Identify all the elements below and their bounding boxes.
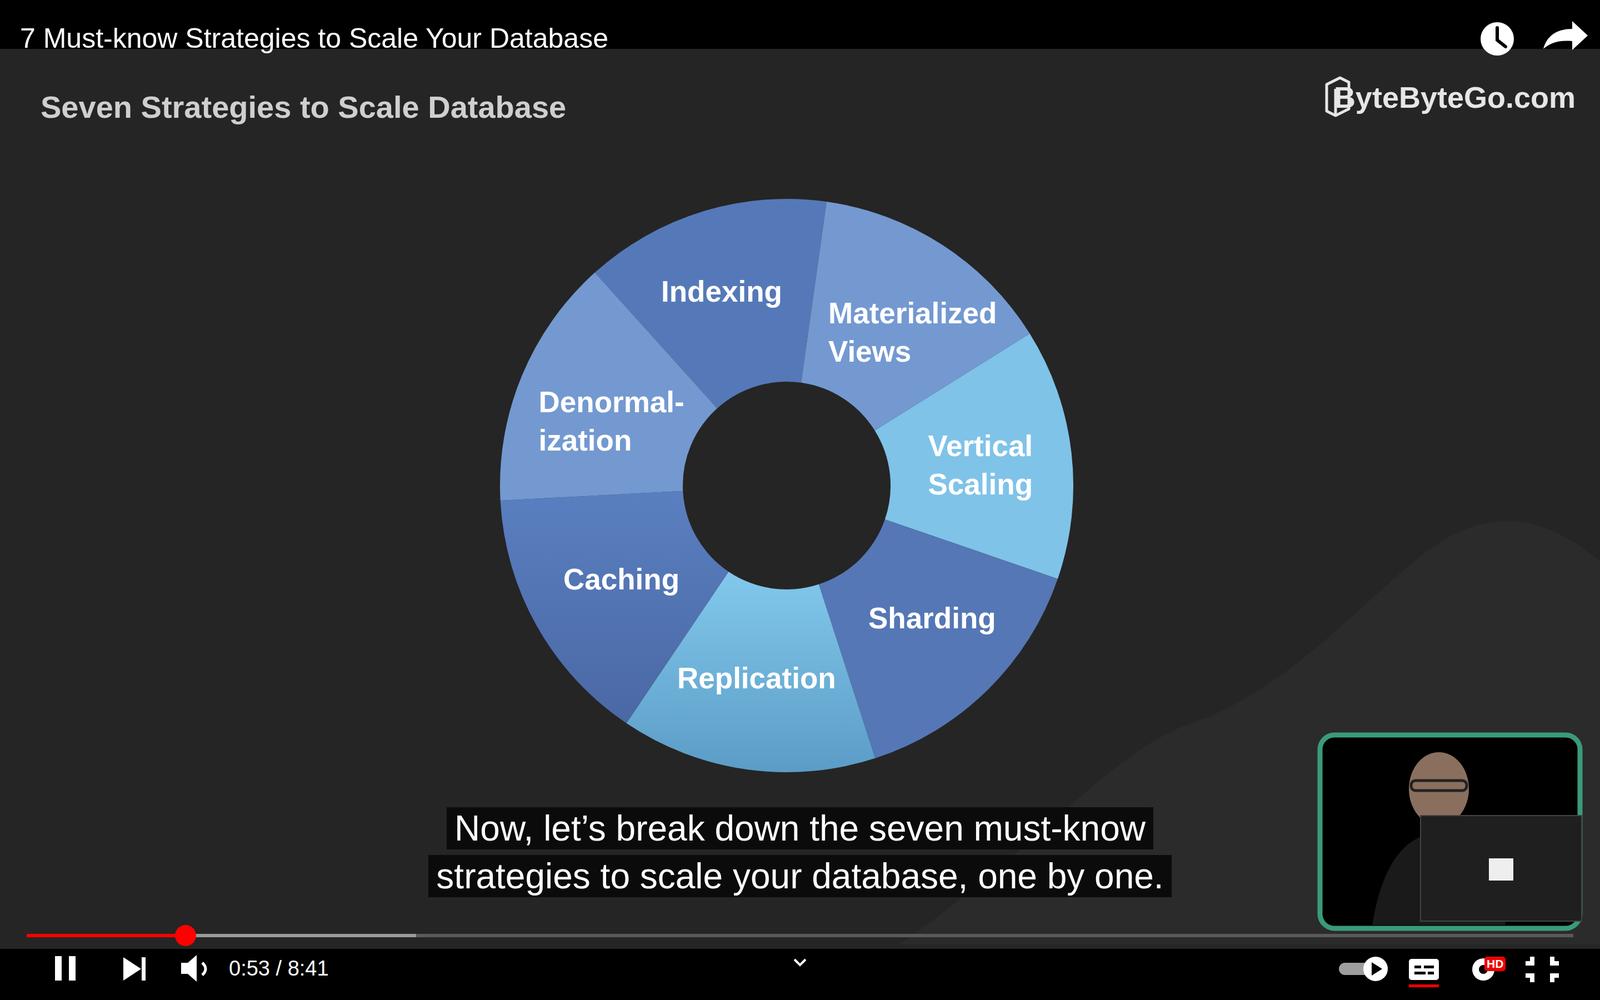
segment-fill <box>875 333 1074 579</box>
segment-fill <box>595 198 827 409</box>
progress-buffered <box>26 933 417 938</box>
segment-fill <box>801 201 1030 431</box>
progress-track <box>26 933 1574 938</box>
video-area <box>0 48 1600 949</box>
logo-text: ByteByteGo.com <box>1333 80 1576 115</box>
subtitle-text: Now, let’s break down the seven must-kno… <box>428 807 1172 898</box>
autoplay-toggle <box>1338 956 1388 982</box>
hole-fill <box>682 381 891 590</box>
segment-shape <box>500 198 1074 773</box>
segment-shape <box>500 198 1074 773</box>
donut-segment: Replication <box>500 198 1074 773</box>
segment-fill <box>500 491 729 724</box>
subtitles-icon <box>1408 958 1439 988</box>
segment-shape <box>500 198 1074 773</box>
segment-label: Caching <box>563 560 682 599</box>
segment-shape <box>500 198 1074 773</box>
segment-shape <box>500 198 1074 773</box>
donut-segment: Materialized Views <box>500 198 1074 773</box>
time-display: 0:53 / 8:41 <box>228 956 329 981</box>
segment-shape <box>500 198 1074 773</box>
watch-later-icon <box>1480 22 1514 56</box>
share-icon <box>1543 21 1588 50</box>
chevron-icon <box>794 959 806 965</box>
donut-segment: Sharding <box>500 198 1074 773</box>
segment-label: Sharding <box>868 599 998 638</box>
donut-hole <box>681 380 893 592</box>
donut-segment: Caching <box>500 198 1074 773</box>
video-title: 7 Must-know Strategies to Scale Your Dat… <box>20 22 609 55</box>
segment-fill <box>500 272 718 501</box>
donut-segment: Denormal- ization <box>500 198 1074 773</box>
hd-text: HD <box>1486 957 1504 971</box>
segment-label: Replication <box>677 659 838 698</box>
segment-label: Materialized Views <box>828 294 999 372</box>
segment-fill <box>626 571 875 773</box>
next-icon <box>123 957 146 981</box>
donut-segment: Indexing <box>500 198 1074 773</box>
exit-fullscreen-icon <box>1525 956 1559 983</box>
subtitle-box: Now, let’s break down the seven must-kno… <box>383 804 1217 900</box>
presenter-inset <box>1320 735 1582 929</box>
progress-handle <box>175 925 197 947</box>
hd-badge <box>1484 956 1506 972</box>
segment-label: Denormal- ization <box>538 383 687 460</box>
segment-label: Vertical Scaling <box>928 427 1035 504</box>
progress-played <box>26 933 186 938</box>
donut-segment: Vertical Scaling <box>500 198 1074 773</box>
pause-icon <box>55 956 76 981</box>
volume-icon <box>181 955 206 982</box>
segment-label: Indexing <box>661 272 784 312</box>
segment-shape <box>500 198 1074 773</box>
segment-fill <box>818 519 1058 759</box>
